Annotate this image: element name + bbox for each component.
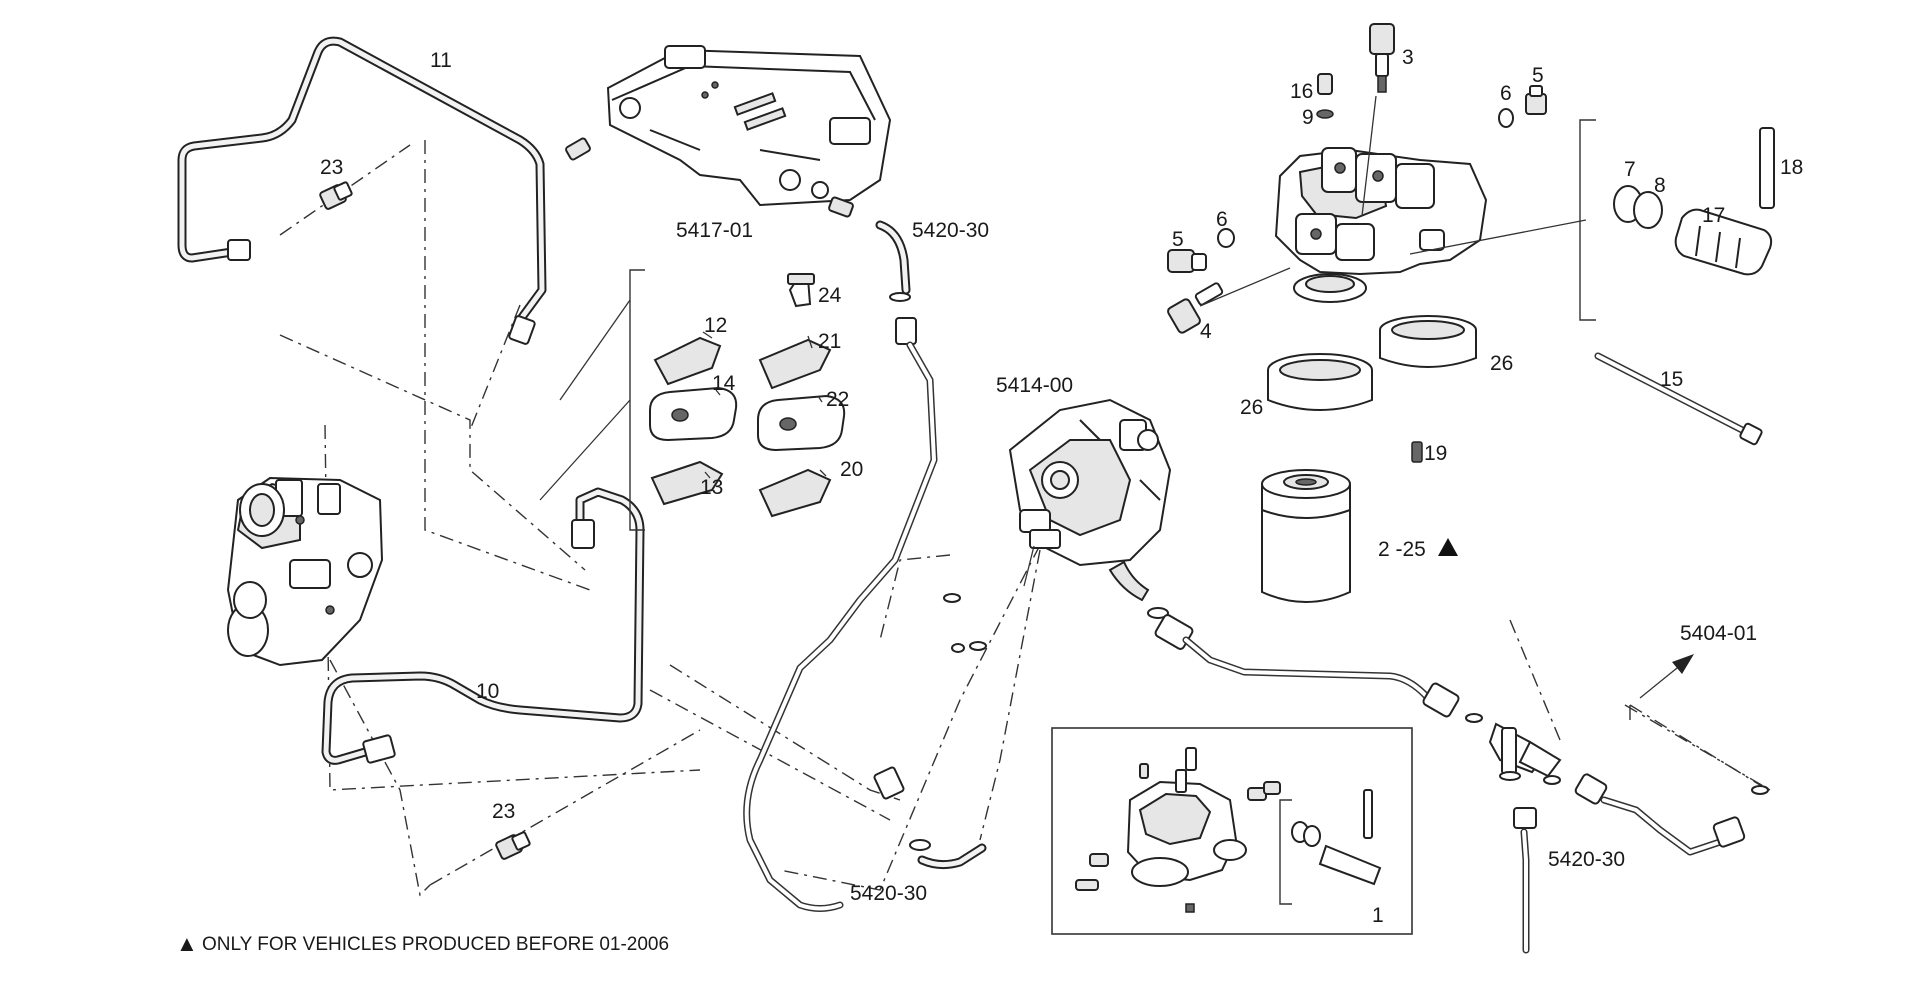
label-18: 18 [1780, 156, 1803, 179]
high-pressure-pump-5414-00 [1008, 398, 1172, 567]
label-12: 12 [704, 314, 727, 337]
label-6-left: 6 [1216, 208, 1228, 231]
projection-lines [279, 140, 1771, 897]
sensor-4 [1167, 282, 1224, 334]
label-16: 16 [1290, 80, 1313, 103]
label-21: 21 [818, 330, 841, 353]
screw-19 [1411, 441, 1423, 463]
label-22: 22 [826, 388, 849, 411]
valve-block-left [226, 476, 384, 667]
label-14: 14 [712, 372, 736, 395]
label-1: 1 [1372, 904, 1384, 927]
pipe-10 [321, 487, 645, 765]
parts-7-8-17-18 [1579, 119, 1775, 321]
bracket-parts-group [629, 269, 846, 531]
footnote-text: ONLY FOR VEHICLES PRODUCED BEFORE 01-200… [202, 934, 669, 955]
label-26-left: 26 [1240, 396, 1263, 419]
label-8: 8 [1654, 174, 1666, 197]
label-5417-01: 5417-01 [676, 219, 753, 242]
fuel-filter-cartridge [1261, 469, 1351, 603]
label-5404-01: 5404-01 [1680, 622, 1757, 645]
label-3: 3 [1402, 46, 1414, 69]
marker-triangle-2-25 [1438, 538, 1458, 556]
bolt-15 [1594, 352, 1763, 446]
callout-labels: 11 23 10 23 12 14 13 24 21 22 20 5417-01… [320, 46, 1803, 927]
tee-and-return-pipe [1465, 654, 1769, 954]
label-26-right: 26 [1490, 352, 1513, 375]
fitting-5-and-seal-6-upper [1498, 85, 1547, 128]
label-5420-30-right: 5420-30 [1548, 848, 1625, 871]
sensor-3 [1369, 23, 1395, 93]
seals-and-fittings-center [943, 560, 1460, 718]
label-17: 17 [1702, 204, 1725, 227]
footnote-marker: ▲ [176, 931, 198, 956]
mounting-plate-5417-01 [565, 45, 892, 218]
fitting-23-upper [319, 181, 353, 210]
label-7: 7 [1624, 158, 1636, 181]
label-5420-30-top: 5420-30 [912, 219, 989, 242]
label-5414-00: 5414-00 [996, 374, 1073, 397]
label-23-lower: 23 [492, 800, 515, 823]
label-23-upper: 23 [320, 156, 343, 179]
leader-lines [539, 95, 1587, 587]
label-15: 15 [1660, 368, 1683, 391]
label-6-upper: 6 [1500, 82, 1512, 105]
label-5420-30-bottom: 5420-30 [850, 882, 927, 905]
seal-ring-26-left [1267, 353, 1373, 411]
hose-5420-30-left [743, 220, 987, 912]
label-20: 20 [840, 458, 863, 481]
label-9: 9 [1302, 106, 1314, 129]
fitting-5-and-seal-6-left [1167, 228, 1235, 273]
filter-head-housing [1274, 147, 1488, 303]
label-5-left: 5 [1172, 228, 1184, 251]
seal-ring-26-right [1379, 315, 1477, 368]
label-11: 11 [430, 49, 452, 72]
label-5-upper: 5 [1532, 64, 1544, 87]
label-19: 19 [1424, 442, 1447, 465]
label-4: 4 [1200, 320, 1212, 343]
label-24: 24 [818, 284, 842, 307]
label-13: 13 [700, 476, 723, 499]
inset-box-item-1 [1051, 727, 1413, 935]
fitting-23-lower [495, 831, 531, 860]
label-2-25: 2 -25 [1378, 538, 1426, 561]
footnote: ▲ ONLY FOR VEHICLES PRODUCED BEFORE 01-2… [176, 931, 669, 956]
pipe-11 [177, 36, 547, 345]
label-10: 10 [476, 680, 499, 703]
plug-16-and-seal-9 [1316, 73, 1334, 119]
